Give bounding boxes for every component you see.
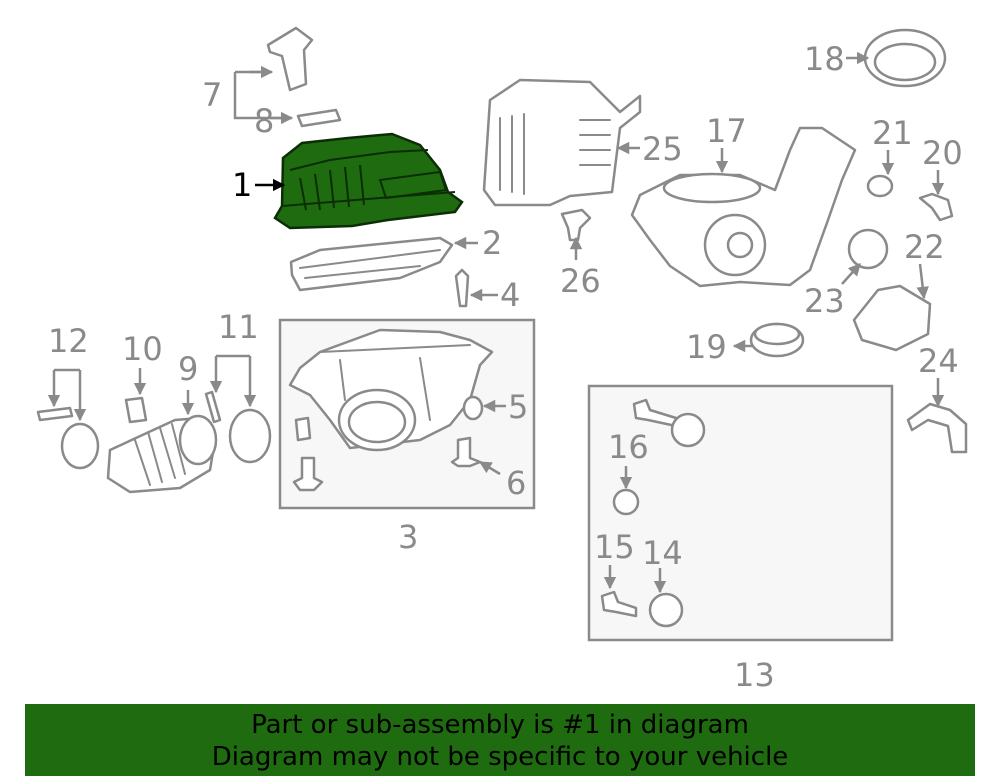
- leader-lines: [47, 51, 945, 594]
- part-12-clamp[interactable]: [36, 406, 100, 470]
- callout-13: 13: [734, 656, 775, 694]
- callout-4: 4: [500, 276, 520, 314]
- part-11-clamp[interactable]: [204, 390, 272, 464]
- callout-11: 11: [218, 308, 259, 346]
- part-26-clip[interactable]: [560, 208, 592, 242]
- part-16-grommet[interactable]: [612, 488, 640, 516]
- housing-grommet: [294, 416, 312, 442]
- part-15-bolt[interactable]: [600, 590, 638, 618]
- part-13-mount: [670, 412, 706, 448]
- part-8-seal[interactable]: [296, 108, 342, 128]
- callout-8: 8: [254, 102, 274, 140]
- callout-10: 10: [122, 330, 163, 368]
- part-13-box: [587, 384, 894, 642]
- callout-5: 5: [508, 388, 528, 426]
- callout-20: 20: [922, 134, 963, 172]
- housing-stud: [292, 456, 324, 492]
- part-1-air-cleaner-cover[interactable]: [273, 132, 464, 230]
- part-4-clip[interactable]: [454, 268, 470, 308]
- callout-26: 26: [560, 262, 601, 300]
- callout-19: 19: [686, 328, 727, 366]
- part-21-grommet[interactable]: [866, 174, 894, 198]
- callout-14: 14: [642, 534, 683, 572]
- part-10-clip[interactable]: [124, 396, 148, 424]
- callout-16: 16: [608, 428, 649, 466]
- callout-23: 23: [804, 282, 845, 320]
- part-17-air-duct[interactable]: [630, 126, 857, 288]
- part-22-duct[interactable]: [852, 284, 932, 352]
- info-banner: Part or sub-assembly is #1 in diagram Di…: [25, 704, 975, 776]
- callout-15: 15: [594, 528, 635, 566]
- callout-18: 18: [804, 40, 845, 78]
- part-7-sensor[interactable]: [266, 26, 314, 92]
- callout-6: 6: [506, 464, 526, 502]
- part-6-stud[interactable]: [450, 436, 482, 468]
- part-2-filter-element[interactable]: [289, 236, 454, 292]
- part-3-air-cleaner-housing[interactable]: [288, 328, 494, 452]
- callout-7: 7: [202, 76, 222, 114]
- part-14-mount[interactable]: [648, 592, 684, 628]
- callout-24: 24: [918, 342, 959, 380]
- part-23-cap[interactable]: [847, 228, 889, 270]
- part-25-resonator[interactable]: [482, 78, 642, 207]
- callout-9: 9: [178, 350, 198, 388]
- parts-diagram: 1 2 3 4 5 6 7 8 9 10 11 12 13 14 15 16 1…: [36, 26, 968, 694]
- part-9-intake-hose[interactable]: [106, 414, 218, 494]
- part-20-bolt[interactable]: [918, 192, 954, 222]
- part-19-ring[interactable]: [749, 322, 805, 358]
- banner-line-1: Part or sub-assembly is #1 in diagram: [251, 710, 749, 740]
- callout-1: 1: [232, 166, 252, 204]
- part-5-grommet[interactable]: [462, 395, 484, 421]
- part-18-boot[interactable]: [863, 28, 947, 88]
- callout-3: 3: [398, 518, 418, 556]
- callout-2: 2: [482, 224, 502, 262]
- callout-25: 25: [642, 130, 683, 168]
- callout-22: 22: [904, 228, 945, 266]
- callout-17: 17: [706, 112, 747, 150]
- callout-21: 21: [872, 114, 913, 152]
- callout-12: 12: [48, 322, 89, 360]
- banner-line-2: Diagram may not be specific to your vehi…: [211, 742, 789, 772]
- part-24-bracket[interactable]: [906, 402, 968, 454]
